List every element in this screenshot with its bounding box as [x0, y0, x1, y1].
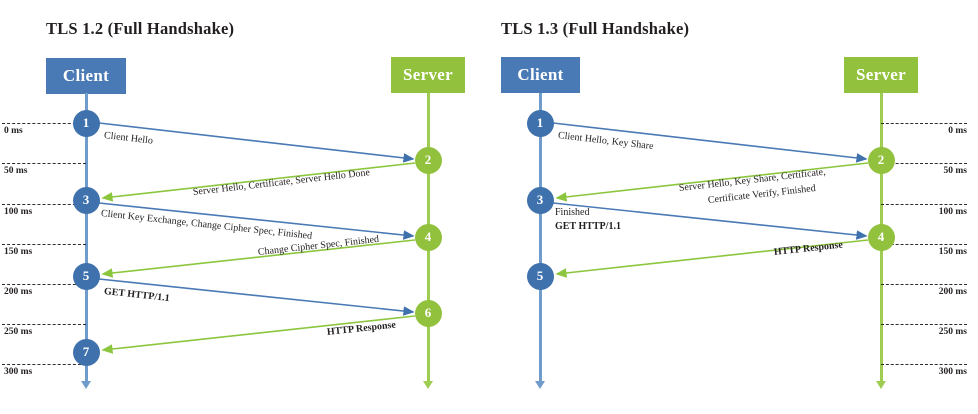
message-label-get-http: GET HTTP/1.1	[555, 221, 621, 232]
step-circle-3: 3	[72, 186, 100, 214]
panel-tls13: TLS 1.3 (Full Handshake) Client Server 0…	[489, 0, 978, 414]
message-label-http-response: HTTP Response	[773, 239, 844, 258]
step-circle-5: 5	[526, 262, 554, 290]
time-tick-line	[2, 324, 86, 325]
server-box-label: Server	[403, 65, 453, 84]
time-label-150ms: 150 ms	[4, 247, 33, 257]
step-circle-1: 1	[72, 109, 100, 137]
server-box-label: Server	[856, 65, 906, 84]
panel-tls12: TLS 1.2 (Full Handshake) Client Server 0…	[2, 19, 465, 389]
time-tick-line	[881, 244, 967, 245]
step-circle-2: 2	[867, 146, 895, 174]
time-label-200ms: 200 ms	[938, 287, 967, 297]
server-box-tls13: Server	[844, 57, 918, 93]
message-label-client-hello: Client Hello	[103, 130, 154, 147]
time-label-0ms: 0 ms	[4, 126, 23, 136]
message-label-client-hello-key-share: Client Hello, Key Share	[557, 130, 655, 153]
time-tick-line	[2, 204, 86, 205]
step-circle-6: 6	[414, 299, 442, 327]
server-lifeline-arrowhead-tls13	[876, 381, 886, 389]
diagram-title-tls12: TLS 1.2 (Full Handshake)	[46, 19, 235, 38]
time-tick-line	[2, 163, 86, 164]
message-label-get-http: GET HTTP/1.1	[103, 286, 171, 305]
time-tick-line	[881, 204, 967, 205]
time-tick-line	[2, 123, 86, 124]
step-circle-3: 3	[526, 186, 554, 214]
client-lifeline-tls12	[84, 93, 88, 381]
step-circle-5: 5	[72, 262, 100, 290]
server-box-tls12: Server	[391, 57, 465, 93]
time-label-0ms: 0 ms	[948, 126, 967, 136]
time-tick-line	[2, 244, 86, 245]
time-tick-line	[2, 284, 86, 285]
client-lifeline-arrowhead-tls12	[81, 381, 91, 389]
time-tick-line	[2, 364, 86, 365]
message-label-finished: Finished	[555, 207, 590, 218]
step-circle-4: 4	[867, 223, 895, 251]
client-lifeline-tls13	[538, 93, 542, 381]
server-lifeline-arrowhead-tls12	[423, 381, 433, 389]
time-tick-line	[881, 364, 967, 365]
time-tick-line	[881, 163, 967, 164]
diagram-title-tls13: TLS 1.3 (Full Handshake)	[501, 19, 690, 38]
step-circle-7: 7	[72, 338, 100, 366]
time-label-100ms: 100 ms	[4, 207, 33, 217]
time-label-250ms: 250 ms	[938, 327, 967, 337]
time-label-50ms: 50 ms	[4, 166, 28, 176]
time-label-300ms: 300 ms	[4, 367, 33, 377]
step-circle-1: 1	[526, 109, 554, 137]
message-label-server-hello: Server Hello, Certificate, Server Hello …	[192, 167, 371, 198]
client-box-tls12: Client	[46, 58, 126, 94]
time-tick-line	[881, 123, 967, 124]
time-tick-line	[881, 324, 967, 325]
step-circle-4: 4	[414, 223, 442, 251]
time-tick-line	[881, 284, 967, 285]
client-lifeline-arrowhead-tls13	[535, 381, 545, 389]
message-label-http-response: HTTP Response	[326, 319, 397, 338]
time-label-200ms: 200 ms	[4, 287, 33, 297]
client-box-label: Client	[62, 66, 110, 85]
message-label-client-key-exchange: Client Key Exchange, Change Cipher Spec,…	[100, 208, 313, 242]
step-circle-2: 2	[414, 146, 442, 174]
client-box-tls13: Client	[501, 57, 580, 93]
time-label-250ms: 250 ms	[4, 327, 33, 337]
time-label-100ms: 100 ms	[938, 207, 967, 217]
time-label-50ms: 50 ms	[943, 166, 968, 176]
client-box-label: Client	[517, 65, 564, 84]
time-label-150ms: 150 ms	[938, 247, 967, 257]
time-label-300ms: 300 ms	[938, 367, 967, 377]
